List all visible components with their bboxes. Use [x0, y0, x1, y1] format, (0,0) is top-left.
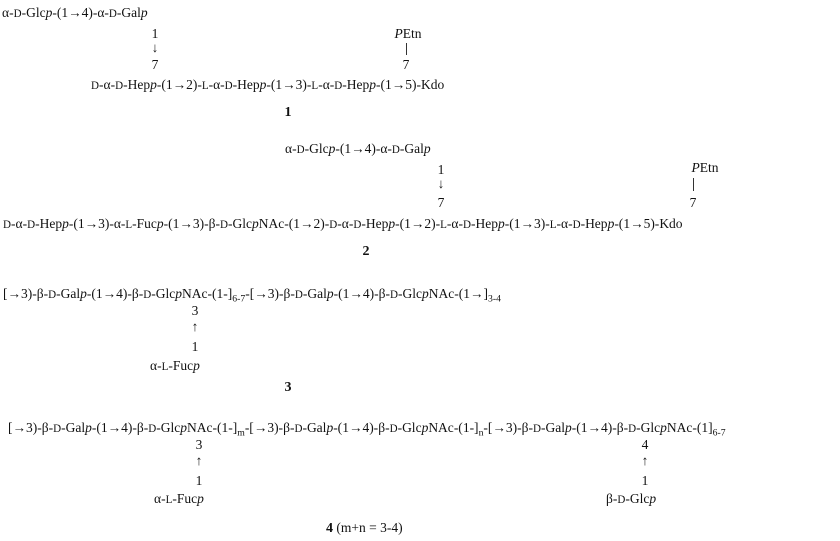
structure-1-link-to: 7	[151, 57, 159, 72]
structure-4-branch1-fucose: α-L-Fucp	[154, 491, 204, 506]
structure-2-petn: PEtn	[691, 160, 719, 175]
structure-1-petn-bond	[406, 43, 407, 55]
structure-2-link-from: 1	[437, 162, 445, 177]
structure-4-label: 4 (m+n = 3-4)	[326, 520, 403, 536]
structure-4-branch2-to: 4	[641, 437, 649, 452]
structure-1-petn-position: 7	[402, 57, 410, 72]
structure-3-main-chain: [→3)-β-D-Galp-(1→4)-β-D-GlcpNAc-(1-]6-7-…	[3, 286, 501, 305]
structure-1-arrow-down-icon: ↓	[151, 40, 159, 55]
structure-4-main-chain: [→3)-β-D-Galp-(1→4)-β-D-GlcpNAc-(1-]m-[→…	[8, 420, 726, 439]
structure-1-main-chain: D-α-D-Hepp-(1→2)-L-α-D-Hepp-(1→3)-L-α-D-…	[91, 77, 445, 92]
structure-3-branch-to: 3	[191, 303, 199, 318]
structure-2-label: 2	[362, 244, 370, 259]
structure-2-petn-bond	[693, 178, 694, 191]
structure-2-branch-glc-gal: α-D-Glcp-(1→4)-α-D-Galp	[285, 141, 431, 156]
structure-1-label: 1	[284, 105, 292, 120]
structure-3-branch-from: 1	[191, 339, 199, 354]
structure-2-arrow-down-icon: ↓	[437, 176, 445, 191]
structure-4-branch1-to: 3	[195, 437, 203, 452]
structure-4-branch2-from: 1	[641, 473, 649, 488]
structure-4-branch1-from: 1	[195, 473, 203, 488]
structure-2-main-chain: D-α-D-Hepp-(1→3)-α-L-Fucp-(1→3)-β-D-Glcp…	[3, 216, 683, 231]
structure-3-branch-fucose: α-L-Fucp	[150, 358, 200, 373]
structure-1-branch-glc-gal: α-D-Glcp-(1→4)-α-D-Galp	[2, 5, 148, 20]
structure-2-link-to: 7	[437, 195, 445, 210]
structure-4-branch2-glucose: β-D-Glcp	[606, 491, 657, 506]
structure-1-link-from: 1	[151, 26, 159, 41]
structure-4-branch1-arrow-up-icon: ↑	[195, 453, 203, 468]
structure-4-branch2-arrow-up-icon: ↑	[641, 453, 649, 468]
structure-2-petn-position: 7	[689, 195, 697, 210]
structure-3-arrow-up-icon: ↑	[191, 319, 199, 334]
structure-1-petn: PEtn	[394, 26, 422, 41]
structure-3-label: 3	[284, 380, 292, 395]
